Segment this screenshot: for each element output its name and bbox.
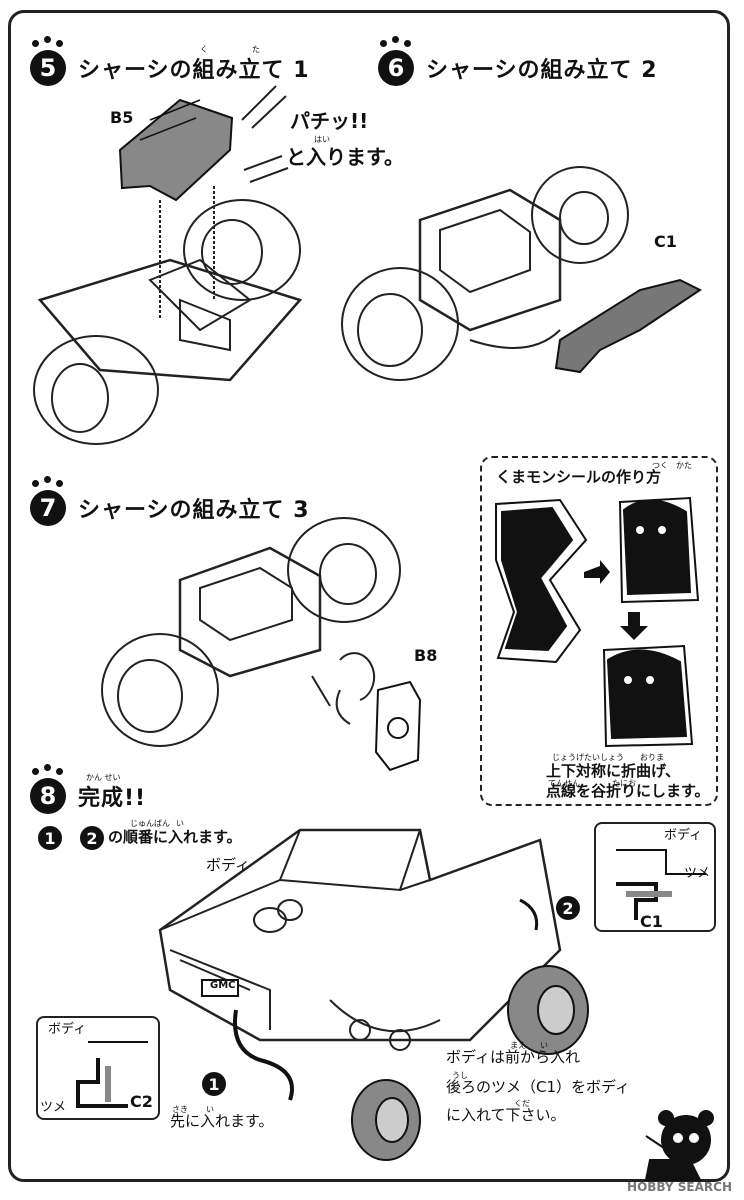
inset-c2-label: C2 bbox=[130, 1092, 153, 1111]
ruby-ushi: うし bbox=[452, 1071, 468, 1080]
ruby-tanio: たにお bbox=[612, 779, 636, 788]
front-note: 先に入れます。 bbox=[170, 1112, 274, 1130]
bullet-1-tag: 1 bbox=[202, 1072, 226, 1096]
bullet-2-tag: 2 bbox=[556, 896, 580, 920]
ruby-kumi: く bbox=[200, 45, 208, 54]
ruby-tensen: てんせん bbox=[548, 779, 580, 788]
arrow-right-icon bbox=[584, 560, 610, 584]
sticker-instruction-2: 点線を谷折りにします。 bbox=[546, 782, 710, 800]
step-6-number: 6 bbox=[378, 36, 414, 86]
step-8-title: 完成!! bbox=[78, 786, 147, 811]
paw-dots-icon bbox=[32, 764, 66, 775]
step-7-title: シャーシの組み立て 3 bbox=[78, 498, 310, 523]
inset-body-c1 bbox=[594, 822, 716, 932]
step-6-header: 6 シャーシの組み立て 2 bbox=[378, 36, 658, 86]
ruby-junban: じゅんばん bbox=[130, 819, 170, 828]
ruby-saki: さき bbox=[172, 1105, 188, 1114]
inset-body-c1-diagram bbox=[616, 849, 706, 920]
instruction-line-1: ボディは前から入れ bbox=[446, 1048, 580, 1066]
paw-dots-icon bbox=[380, 36, 414, 47]
ruby-joge: じょうげたいしょう bbox=[552, 753, 624, 762]
ruby-i: い bbox=[176, 819, 184, 828]
sticker-instruction-1: 上下対称に折曲げ、 bbox=[546, 762, 680, 780]
grille-badge: GMC bbox=[210, 980, 236, 991]
ruby-kuda: くだ bbox=[514, 1099, 530, 1108]
part-b8-label: B8 bbox=[414, 646, 438, 665]
inset-body-label: ボディ bbox=[664, 828, 703, 843]
inset-c2-tab-label: ツメ bbox=[40, 1100, 67, 1115]
inset-body-c2 bbox=[36, 1016, 160, 1120]
part-b5-label: B5 bbox=[110, 108, 134, 127]
ruby-kansei: かん せい bbox=[86, 773, 121, 782]
snap-sound-text: パチッ!! bbox=[290, 109, 369, 133]
paw-dots-icon bbox=[32, 476, 66, 487]
instruction-line-2: 後ろのツメ（C1）をボディ bbox=[446, 1078, 630, 1096]
watermark: HOBBY SEARCH bbox=[627, 1180, 732, 1194]
bullet-1: 1 bbox=[38, 826, 62, 850]
order-note: の順番に入れます。 bbox=[108, 828, 242, 846]
arrow-down-icon bbox=[620, 612, 648, 640]
inset-body-c2-diagram bbox=[76, 1041, 148, 1108]
step-8-number: 8 bbox=[30, 764, 66, 814]
ruby-ta: た bbox=[252, 45, 260, 54]
ruby-tsuku: つく bbox=[652, 461, 668, 470]
paw-dots-icon bbox=[32, 36, 66, 47]
ruby-kata: かた bbox=[676, 461, 692, 470]
kumamon-sticker-guide bbox=[480, 456, 718, 806]
body-label: ボディ bbox=[206, 856, 250, 874]
step-6-title: シャーシの組み立て 2 bbox=[426, 58, 658, 83]
ruby-hai: はい bbox=[314, 135, 330, 144]
part-c1-label: C1 bbox=[654, 232, 677, 251]
snap-note-text: と入ります。 bbox=[286, 145, 404, 169]
step-7-header: 7 シャーシの組み立て 3 bbox=[30, 476, 310, 526]
step-8-header: 8 完成!! bbox=[30, 764, 147, 814]
inset-c2-body-label: ボディ bbox=[48, 1022, 87, 1037]
ruby-orima: おりま bbox=[640, 753, 664, 762]
inset-c1-label: C1 bbox=[640, 912, 663, 931]
ruby-i2: い bbox=[540, 1041, 548, 1050]
ruby-mae: まえ bbox=[510, 1041, 526, 1050]
step-5-header: 5 シャーシの組み立て 1 bbox=[30, 36, 310, 86]
inset-tab-label: ツメ bbox=[684, 866, 711, 881]
ruby-i3: い bbox=[206, 1105, 214, 1114]
step-7-number: 7 bbox=[30, 476, 66, 526]
step-5-title: シャーシの組み立て 1 bbox=[78, 58, 310, 83]
page-frame bbox=[8, 10, 730, 1182]
sticker-guide-title: くまモンシールの作り方 bbox=[496, 468, 662, 486]
instruction-line-3: に入れて下さい。 bbox=[446, 1106, 566, 1124]
bullet-2: 2 bbox=[80, 826, 104, 850]
step-5-number: 5 bbox=[30, 36, 66, 86]
